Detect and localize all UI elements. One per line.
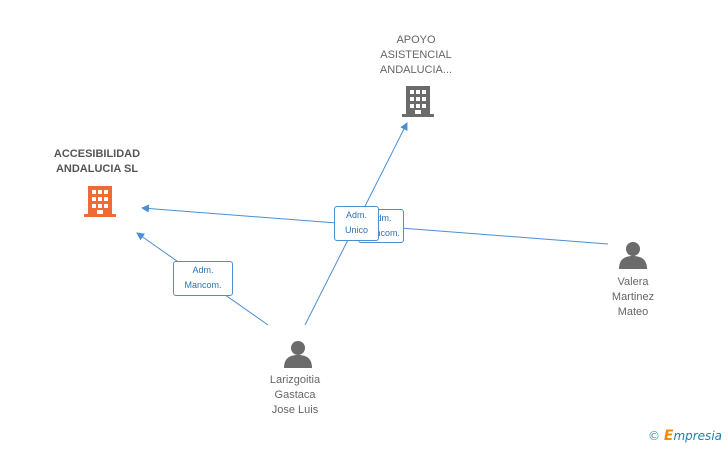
edge-label-role: Adm. xyxy=(345,210,367,220)
person-larizgoitia-line1: Larizgoitia xyxy=(269,374,321,386)
edge-label-role: Adm. xyxy=(370,213,392,223)
brand-name: mpresia xyxy=(673,429,722,443)
company-apoyo-label[interactable]: APOYO ASISTENCIAL ANDALUCIA... xyxy=(358,33,474,78)
person-valera-label[interactable]: Valera Martinez Mateo xyxy=(583,275,683,320)
person-valera-line3: Mateo xyxy=(617,306,649,318)
person-larizgoitia-line2: Gastaca xyxy=(274,389,316,401)
building-icon[interactable] xyxy=(402,84,434,118)
building-icon[interactable] xyxy=(84,184,116,218)
person-larizgoitia-label[interactable]: Larizgoitia Gastaca Jose Luis xyxy=(245,373,345,418)
empresia-watermark: © Empresia xyxy=(648,428,722,444)
company-accesibilidad-label[interactable]: ACCESIBILIDAD ANDALUCIA SL xyxy=(37,147,157,177)
company-accesibilidad-name-line1: ACCESIBILIDAD xyxy=(53,148,141,160)
company-apoyo-name-line2: ASISTENCIAL xyxy=(380,49,452,61)
edge-label-type: Unico xyxy=(344,225,368,235)
person-icon[interactable] xyxy=(618,240,648,270)
edge-label-role: Adm. xyxy=(192,265,214,275)
person-larizgoitia-line3: Jose Luis xyxy=(271,404,319,416)
brand-e-letter: E xyxy=(663,428,674,444)
person-icon[interactable] xyxy=(283,339,313,369)
edge-label-type: Mancom. xyxy=(363,228,401,238)
company-apoyo-name-line3: ANDALUCIA... xyxy=(379,64,453,76)
edge-label-larizgoitia-unico[interactable]: Adm. Unico xyxy=(334,206,379,241)
person-valera-line2: Martinez xyxy=(611,291,655,303)
company-accesibilidad-name-line2: ANDALUCIA SL xyxy=(55,163,139,175)
company-apoyo-name-line1: APOYO xyxy=(396,34,436,46)
person-valera-line1: Valera xyxy=(617,276,649,288)
copyright-symbol: © xyxy=(648,429,661,443)
edge-label-type: Mancom. xyxy=(184,280,222,290)
edge-label-larizgoitia-mancom[interactable]: Adm. Mancom. xyxy=(173,261,233,296)
